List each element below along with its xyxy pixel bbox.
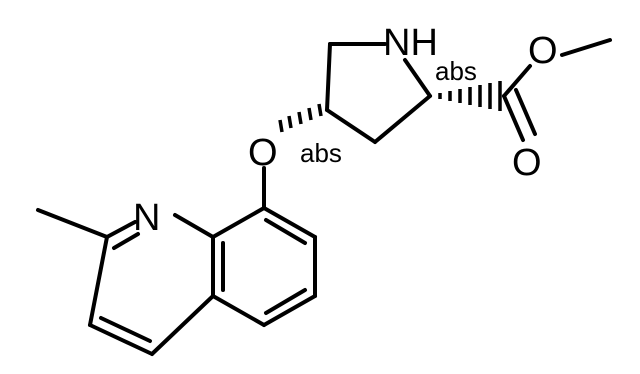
atom-ester-o-single: O (528, 30, 558, 72)
bond-c4q-c4a (150, 294, 215, 356)
hashed-bond-c2-ester (438, 81, 502, 111)
stereo-label-c2: abs (435, 56, 477, 86)
bond-c8a-c8 (211, 206, 266, 239)
atom-ester-o-double: O (512, 142, 542, 184)
bond-c5-c4a (211, 294, 266, 327)
hashed-bond-c4-oxygen (278, 103, 323, 133)
stereo-label-c4: abs (300, 138, 342, 168)
bond-c2q-c3q (88, 235, 109, 327)
atom-ether-o: O (248, 132, 278, 174)
bond-c8a-n1 (173, 213, 215, 239)
bond-ester-c-o-double-b (514, 88, 537, 136)
bond-c2q-methyl (36, 208, 109, 239)
bond-n1-c2 (403, 58, 432, 98)
bond-c3q-c4q (88, 323, 154, 356)
bond-c4-c5 (325, 42, 332, 112)
bond-ester-o-methyl (560, 38, 612, 57)
bond-c3q-c4q-inner (99, 316, 152, 343)
bond-n1-c2q-inner (112, 232, 140, 250)
bond-c6-c5-inner (264, 288, 307, 315)
bond-c8-c7 (262, 206, 317, 239)
bond-ester-c-o-double-a (502, 94, 525, 142)
bond-ester-c-o-single (502, 64, 532, 98)
bond-n1-c2q (105, 220, 137, 239)
bond-c3-c4 (325, 108, 377, 144)
atom-quinoline-n: N (133, 197, 160, 239)
bond-c6-c5 (262, 294, 317, 327)
bond-c8-c7-inner (264, 218, 307, 245)
atom-nh: NH (383, 22, 438, 64)
bond-c2-c3 (373, 94, 432, 144)
